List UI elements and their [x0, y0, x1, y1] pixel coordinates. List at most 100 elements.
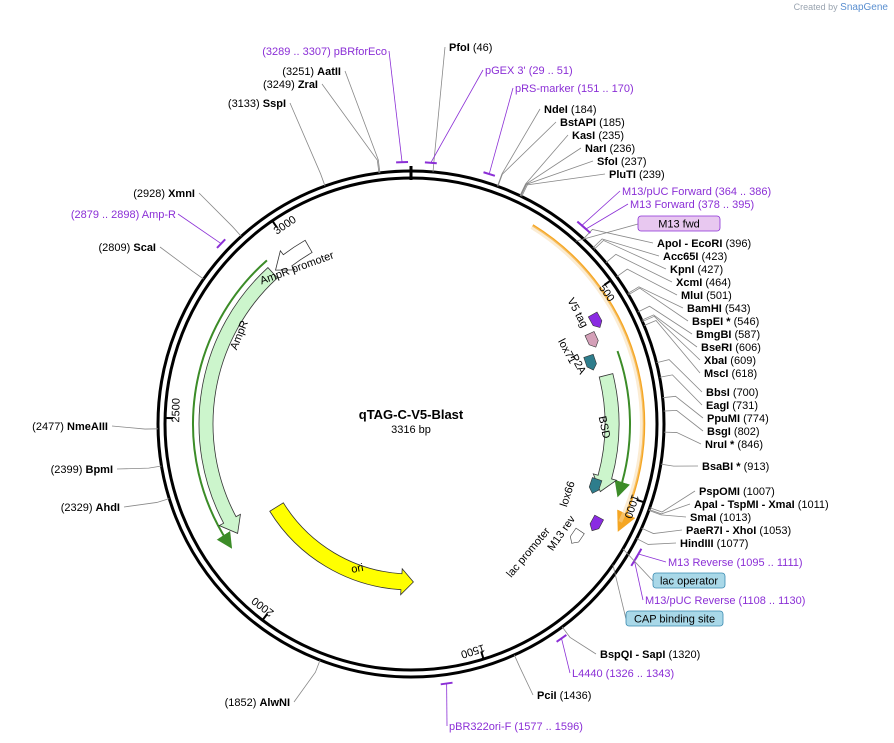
- enzyme-ahdi-leader: [123, 498, 170, 508]
- boxed-leader: [575, 223, 639, 242]
- primer-prs-marker: pRS-marker (151 .. 170): [515, 83, 634, 95]
- lac-operator-label: lac operator: [660, 576, 718, 588]
- ori-feature: [269, 502, 414, 596]
- enzyme-sspi-leader: [289, 102, 326, 187]
- lac-promoter-label: lac promoter: [504, 525, 553, 580]
- primer-mark: [440, 681, 453, 686]
- enzyme-paer7i: PaeR7I - XhoI (1053): [686, 525, 791, 537]
- primer-pbr322ori-f: pBR322ori-F (1577 .. 1596): [449, 721, 583, 733]
- v5-tag-label: V5 tag: [565, 296, 591, 330]
- feature-arcs: [192, 224, 646, 549]
- enzyme-eagi: EagI (731): [706, 400, 758, 412]
- enzyme-nari-leader: [520, 147, 582, 197]
- enzyme-bmgbi-leader: [637, 305, 693, 335]
- enzyme-msci-leader: [643, 319, 701, 374]
- enzyme-ndei: NdeI (184): [544, 104, 597, 116]
- enzyme-bseri-leader: [641, 314, 698, 348]
- insert-arc: [532, 224, 646, 532]
- lox66-glyph: [588, 477, 603, 494]
- enzyme-pspomi-leader: [649, 490, 696, 513]
- enzyme-ppumi-leader: [662, 395, 704, 419]
- primer-leader: [488, 87, 514, 175]
- label-leaders: [111, 46, 704, 727]
- enzyme-xbai: XbaI (609): [704, 355, 756, 367]
- cap-binding-site-box: [625, 610, 724, 627]
- enzyme-mlui-leader: [616, 268, 678, 296]
- boxed-leader: [622, 548, 654, 582]
- enzyme-nrui: NruI * (846): [705, 439, 763, 451]
- primer-pbrforeco: (3289 .. 3307) pBRforEco: [262, 46, 387, 58]
- primer-leader: [177, 213, 222, 244]
- primer-leader: [585, 203, 629, 230]
- plasmid-length: 3316 bp: [391, 424, 431, 436]
- enzyme-zrai-leader: [321, 83, 380, 174]
- snapgene-logo: SnapGene: [840, 2, 888, 13]
- enzyme-pluti: PluTI (239): [609, 169, 665, 181]
- enzyme-pcii: PciI (1436): [537, 690, 591, 702]
- enzyme-bamhi: BamHI (543): [687, 303, 751, 315]
- enzyme-bpmi: (2399) BpmI: [51, 464, 113, 476]
- tick-label: 2500: [170, 398, 183, 423]
- primer-leader: [581, 190, 621, 226]
- enzyme-pcii-leader: [513, 654, 534, 696]
- tick-mark: [261, 613, 269, 621]
- enzyme-nari: NarI (236): [585, 143, 635, 155]
- enzyme-kpni-leader: [593, 239, 667, 270]
- tick-mark: [636, 498, 645, 504]
- primer-m13-puc-reverse: M13/pUC Reverse (1108 .. 1130): [645, 595, 805, 607]
- v5-tag-glyph: [587, 311, 603, 328]
- enzyme-alwni: (1852) AlwNI: [225, 697, 290, 709]
- bsd-label: BSD: [596, 415, 612, 440]
- enzyme-hindiii-leader: [636, 538, 677, 545]
- enzyme-eagi-leader: [659, 374, 703, 406]
- tick-mark: [603, 279, 612, 286]
- ampr-promoter-feature: [275, 239, 313, 271]
- tick-label: 2000: [250, 594, 277, 618]
- site-labels: PfoI (46)NdeI (184)BstAPI (185)KasI (235…: [32, 42, 829, 733]
- enzyme-xcmi-leader: [605, 253, 673, 283]
- enzyme-smai: SmaI (1013): [690, 512, 751, 524]
- enzyme-bsabi-leader: [660, 463, 699, 467]
- enzyme-apoi-leader: [583, 228, 654, 244]
- primer-leader: [430, 69, 484, 163]
- tick-mark: [480, 651, 485, 660]
- enzyme-bamhi-leader: [627, 286, 684, 309]
- snapgene-credit: Created by SnapGene: [793, 2, 888, 13]
- p2a-glyph: [583, 353, 597, 371]
- primer-leader: [561, 638, 571, 674]
- enzyme-xbai-leader: [642, 315, 701, 361]
- enzyme-bspqi: BspQI - SapI (1320): [600, 649, 700, 661]
- ampr-green-arc: [192, 259, 268, 549]
- bsd-green-arc: [614, 350, 631, 498]
- p2a-label: P2A: [568, 352, 589, 377]
- enzyme-bseri: BseRI (606): [701, 342, 761, 354]
- enzyme-sspi: (3133) SspI: [228, 98, 286, 110]
- ori-label: ori: [350, 562, 364, 576]
- enzyme-aatii: (3251) AatII: [282, 66, 341, 78]
- enzyme-smai-leader: [648, 510, 687, 518]
- enzyme-bstapi: BstAPI (185): [560, 117, 625, 129]
- primer-leader: [634, 560, 644, 601]
- m13-fwd-label: M13 fwd: [658, 219, 700, 231]
- enzyme-pspomi: PspOMI (1007): [699, 486, 775, 498]
- boxed-leader: [612, 564, 627, 620]
- enzyme-apoi: ApoI - EcoRI (396): [657, 238, 751, 250]
- primer-mark: [424, 161, 437, 165]
- enzyme-pfoi-leader: [432, 46, 446, 172]
- lac-operator-box: [652, 572, 726, 589]
- enzyme-apai-leader: [648, 503, 691, 515]
- lox66-label: lox66: [558, 480, 578, 509]
- primer-pgex-3-: pGEX 3' (29 .. 51): [485, 65, 573, 77]
- enzyme-bspei: BspEI * (546): [692, 316, 759, 328]
- cap-binding-site-label: CAP binding site: [634, 614, 715, 626]
- primer-l4440: L4440 (1326 .. 1343): [572, 668, 674, 680]
- enzyme-nrui-leader: [663, 431, 702, 445]
- primer-m13-reverse: M13 Reverse (1095 .. 1111): [668, 557, 803, 569]
- enzyme-bbsi-leader: [656, 359, 703, 393]
- m13-fwd-box: [637, 215, 721, 232]
- enzyme-kasi: KasI (235): [572, 130, 624, 142]
- enzyme-sfoi: SfoI (237): [597, 156, 647, 168]
- enzyme-kasi-leader: [519, 134, 569, 196]
